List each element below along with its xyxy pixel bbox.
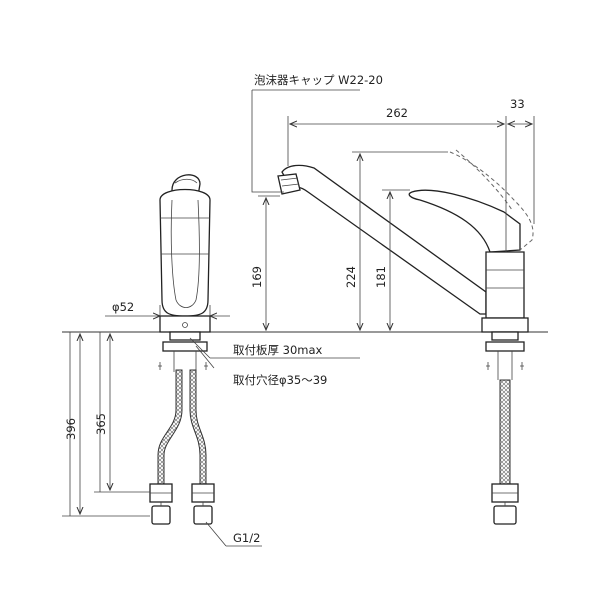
side-body <box>159 188 211 317</box>
side-view: φ52 <box>105 174 230 525</box>
base-diameter-label: φ52 <box>112 300 134 314</box>
side-hose-right <box>189 369 207 485</box>
aerator-cap-label: 泡沫器キャップ W22-20 <box>254 73 383 87</box>
front-hose <box>499 379 511 485</box>
valve-body <box>485 251 525 319</box>
handle-raised-outline <box>449 151 534 251</box>
hose-below-dim: 365 <box>94 413 108 435</box>
spout-reach-dim: 262 <box>386 106 408 120</box>
mount-plate-thickness-label: 取付板厚 30max <box>233 343 323 357</box>
aerator-height-dim: 169 <box>250 266 264 288</box>
side-base <box>159 315 211 333</box>
mount-hole-diameter-label: 取付穴径φ35～39 <box>233 373 327 387</box>
total-below-dim: 396 <box>64 418 78 440</box>
side-hose-left <box>157 369 183 485</box>
thread-label: G1/2 <box>233 531 260 545</box>
handle-offset-dim: 33 <box>510 97 525 111</box>
aerator <box>277 173 301 195</box>
spout <box>281 164 487 315</box>
handle-height-dim: 224 <box>344 266 358 288</box>
spout-body-height-dim: 181 <box>374 266 388 288</box>
front-view <box>277 149 534 525</box>
handle-lever <box>408 189 521 253</box>
